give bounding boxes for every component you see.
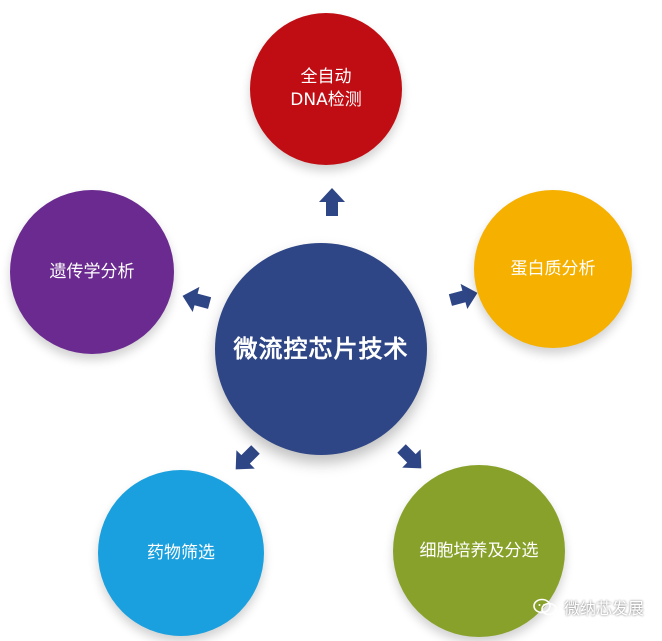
node-dna-detection: 全自动 DNA检测 (250, 13, 402, 165)
node-drug-screening-label: 药物筛选 (147, 542, 215, 563)
node-dna-detection-label: 全自动 DNA检测 (290, 67, 362, 110)
node-cell-culture-sorting: 细胞培养及分选 (393, 465, 565, 637)
arrow-to-cell (397, 444, 422, 469)
wechat-icon (533, 598, 557, 616)
node-genetic-analysis-label: 遗传学分析 (49, 261, 135, 282)
arrow-to-dna (319, 188, 345, 216)
arrow-to-genetic (182, 286, 212, 313)
node-drug-screening: 药物筛选 (98, 470, 264, 636)
center-node-microfluidic-chip: 微流控芯片技术 (215, 243, 427, 455)
watermark: 微纳芯发展 (532, 595, 644, 619)
center-node-label: 微流控芯片技术 (233, 334, 409, 363)
node-protein-analysis: 蛋白质分析 (474, 190, 632, 348)
watermark-text: 微纳芯发展 (563, 599, 644, 618)
arrow-to-protein (448, 283, 478, 310)
node-cell-culture-sorting-label: 细胞培养及分选 (419, 540, 539, 561)
node-protein-analysis-label: 蛋白质分析 (510, 258, 596, 279)
node-genetic-analysis: 遗传学分析 (10, 190, 174, 354)
arrow-to-drug (235, 445, 260, 470)
